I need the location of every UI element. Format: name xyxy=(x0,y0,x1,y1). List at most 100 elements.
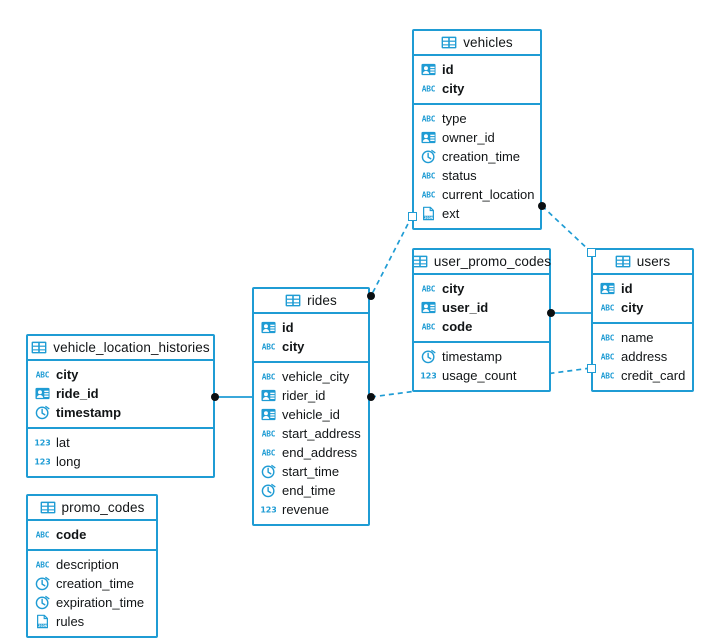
svg-text:ABC: ABC xyxy=(262,430,276,439)
entity-table-title: promo_codes xyxy=(61,500,145,515)
field-row[interactable]: user_id xyxy=(414,298,549,317)
svg-text:123: 123 xyxy=(261,505,276,514)
field-row[interactable]: id xyxy=(593,279,692,298)
field-row[interactable]: vehicle_id xyxy=(254,405,368,424)
entity-table-title: rides xyxy=(307,293,337,308)
field-name: timestamp xyxy=(442,349,502,364)
entity-table-header[interactable]: vehicles xyxy=(414,31,540,56)
field-name: creation_time xyxy=(56,576,135,591)
field-row[interactable]: id xyxy=(414,60,540,79)
id-card-icon xyxy=(600,281,615,296)
field-name: id xyxy=(621,281,633,296)
number-123-icon: 123 xyxy=(35,454,50,469)
entity-table-header[interactable]: vehicle_location_histories xyxy=(28,336,213,361)
svg-text:123: 123 xyxy=(35,457,50,466)
field-name: revenue xyxy=(282,502,329,517)
clock-icon xyxy=(261,464,276,479)
field-row[interactable]: owner_id xyxy=(414,128,540,147)
field-name: code xyxy=(56,527,87,542)
field-name: city xyxy=(442,281,465,296)
field-row[interactable]: ride_id xyxy=(28,384,213,403)
abc-text-icon: ABC xyxy=(261,426,276,441)
svg-text:ABC: ABC xyxy=(601,353,615,362)
id-card-icon xyxy=(421,130,436,145)
abc-text-icon: ABC xyxy=(600,300,615,315)
entity-table-header[interactable]: users xyxy=(593,250,692,275)
clock-icon xyxy=(35,405,50,420)
field-row[interactable]: ABC address xyxy=(593,347,692,366)
field-name: name xyxy=(621,330,654,345)
table-grid-icon xyxy=(412,255,428,268)
field-name: start_time xyxy=(282,464,340,479)
entity-table-header[interactable]: user_promo_codes xyxy=(412,250,551,275)
field-row[interactable]: timestamp xyxy=(28,403,213,422)
field-row[interactable]: start_time xyxy=(254,462,368,481)
field-name: type xyxy=(442,111,467,126)
field-name: address xyxy=(621,349,668,364)
primary-key-group: ABC code xyxy=(28,521,156,551)
field-name: city xyxy=(442,81,465,96)
svg-text:123: 123 xyxy=(35,438,50,447)
field-name: description xyxy=(56,557,119,572)
svg-text:ABC: ABC xyxy=(36,531,50,540)
field-name: user_id xyxy=(442,300,489,315)
field-row[interactable]: creation_time xyxy=(414,147,540,166)
field-name: creation_time xyxy=(442,149,521,164)
relationship-vehicles-to-user_promo_codes[interactable] xyxy=(370,215,413,297)
field-name: expiration_time xyxy=(56,595,145,610)
field-row[interactable]: ABC code xyxy=(28,525,156,544)
field-row[interactable]: creation_time xyxy=(28,574,156,593)
field-row[interactable]: expiration_time xyxy=(28,593,156,612)
field-row[interactable]: 123 revenue xyxy=(254,500,368,519)
svg-text:JSON: JSON xyxy=(424,216,434,220)
id-card-icon xyxy=(261,320,276,335)
field-name: city xyxy=(282,339,305,354)
field-row[interactable]: id xyxy=(254,318,368,337)
field-row[interactable]: timestamp xyxy=(414,347,549,366)
field-row[interactable]: ABC city xyxy=(414,279,549,298)
id-card-icon xyxy=(421,300,436,315)
field-row[interactable]: rider_id xyxy=(254,386,368,405)
field-name: current_location xyxy=(442,187,535,202)
clock-icon xyxy=(35,595,50,610)
svg-text:ABC: ABC xyxy=(36,371,50,380)
svg-text:ABC: ABC xyxy=(422,285,436,294)
entity-table-header[interactable]: rides xyxy=(254,289,368,314)
number-123-icon: 123 xyxy=(421,368,436,383)
svg-text:JSON: JSON xyxy=(38,624,48,628)
field-row[interactable]: end_time xyxy=(254,481,368,500)
relationship-vehicles-to-users[interactable] xyxy=(541,205,592,253)
entity-table-header[interactable]: promo_codes xyxy=(28,496,156,521)
